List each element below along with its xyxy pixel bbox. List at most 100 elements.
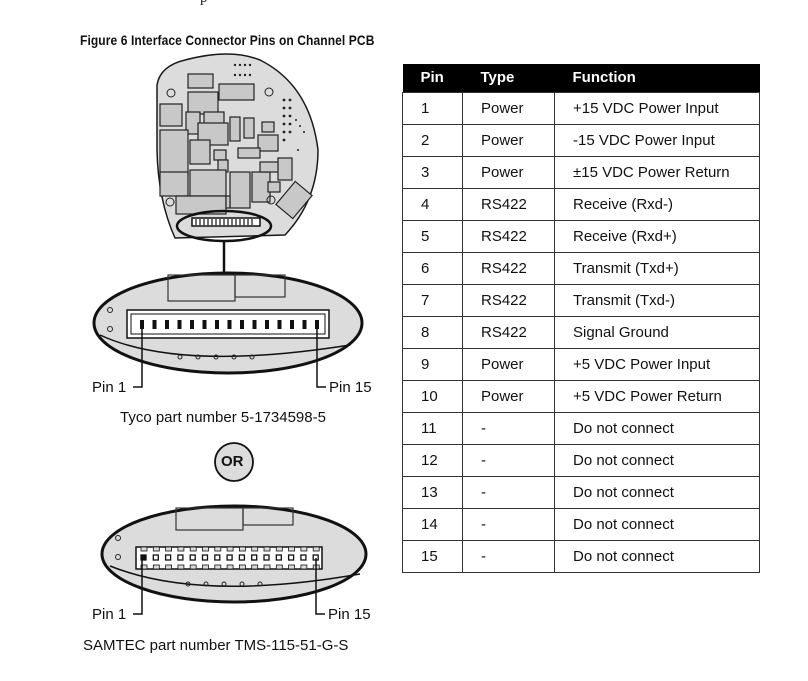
connector-pin — [189, 554, 196, 561]
connector-notch — [202, 564, 209, 570]
connector-notch — [275, 546, 283, 552]
connector-notch — [275, 564, 283, 570]
pin-type-cell: - — [462, 475, 555, 509]
connector-notch — [140, 564, 148, 570]
samtec-caption: SAMTEC part number TMS-115-51-G-S — [83, 637, 349, 654]
connector-pin — [238, 554, 246, 561]
connector-pin — [140, 554, 147, 561]
connector-pin — [287, 554, 295, 561]
samtec-pin15-label: Pin 15 — [328, 606, 371, 623]
tyco-connector-detail — [92, 271, 364, 388]
connector-pin — [290, 320, 294, 329]
header-type: Type — [462, 64, 555, 92]
tyco-pin1-label: Pin 1 — [92, 379, 127, 396]
pin-type-cell: RS422 — [462, 283, 555, 317]
pin-number-cell: 10 — [402, 379, 463, 413]
pin-number-cell: 8 — [402, 315, 463, 349]
pin-function-cell: Receive (Rxd+) — [554, 219, 760, 253]
pin-number-cell: 9 — [402, 347, 463, 381]
table-row: 13-Do not connect — [402, 475, 760, 509]
table-row: 12-Do not connect — [402, 443, 760, 477]
connector-pin — [164, 554, 172, 561]
pin-number-cell: 3 — [402, 155, 463, 189]
samtec-connector-detail — [100, 504, 368, 615]
pin15-leader — [315, 558, 325, 615]
connector-notch — [251, 564, 259, 570]
connector-notch — [226, 546, 234, 552]
pin-type-cell: - — [462, 507, 555, 541]
tyco-pin15-label: Pin 15 — [329, 379, 372, 396]
connector-notch — [288, 564, 296, 570]
pin-type-cell: RS422 — [462, 219, 555, 253]
connector-notch — [263, 564, 271, 570]
pin-type-cell: RS422 — [462, 315, 555, 349]
header-pin: Pin — [402, 64, 463, 92]
connector-pin — [226, 554, 233, 561]
connector-notch — [263, 546, 271, 552]
pin-function-cell: Receive (Rxd-) — [554, 187, 760, 221]
connector-notch — [165, 564, 173, 570]
connector-pin — [215, 320, 219, 329]
connector-pin — [177, 320, 182, 329]
connector-pin — [300, 554, 307, 561]
pin-number-cell: 2 — [402, 123, 463, 157]
connector-notch — [177, 564, 185, 570]
connector-notch — [165, 546, 173, 552]
connector-pin — [275, 554, 282, 561]
pin-number-cell: 11 — [402, 411, 463, 445]
pin-function-cell: Transmit (Txd+) — [554, 251, 760, 285]
pin-function-cell: +15 VDC Power Input — [554, 91, 760, 125]
connector-pin — [177, 554, 184, 561]
connector-pin — [263, 554, 270, 561]
connector-notch — [238, 546, 246, 552]
pin-type-cell: RS422 — [462, 187, 555, 221]
connector-notch — [140, 546, 148, 552]
connector-notch — [177, 546, 185, 552]
connector-pin — [302, 320, 307, 329]
pin-type-cell: - — [462, 411, 555, 445]
pin-number-cell: 4 — [402, 187, 463, 221]
pin15-leader — [316, 324, 326, 388]
pin-function-cell: +5 VDC Power Input — [554, 347, 760, 381]
connector-notch — [152, 564, 160, 570]
table-row: 11-Do not connect — [402, 411, 760, 445]
pin-type-cell: Power — [462, 347, 555, 381]
pin1-leader — [133, 558, 143, 615]
connector-notch — [251, 546, 259, 552]
connector-pin — [240, 320, 244, 329]
table-row: 14-Do not connect — [402, 507, 760, 541]
connector-notch — [202, 546, 209, 552]
page-text-fragment: p — [200, 0, 208, 7]
connector-notch — [312, 546, 320, 552]
figure-title: Figure 6 Interface Connector Pins on Cha… — [80, 32, 375, 48]
connector-pin — [277, 320, 282, 329]
connector-notch — [189, 546, 197, 552]
pin-function-cell: Do not connect — [554, 507, 760, 541]
pin-function-cell: Do not connect — [554, 411, 760, 445]
connector-pin — [201, 554, 209, 561]
pin-number-cell: 6 — [402, 251, 463, 285]
table-header-row: Pin Type Function — [402, 64, 760, 92]
connector-notch — [226, 564, 234, 570]
table-row: 15-Do not connect — [402, 539, 760, 573]
connector-pin — [152, 320, 157, 329]
pin-number-cell: 5 — [402, 219, 463, 253]
connector-notch — [152, 546, 160, 552]
connector-notch — [189, 564, 197, 570]
pin-function-cell: Do not connect — [554, 475, 760, 509]
pin-function-cell: -15 VDC Power Input — [554, 123, 760, 157]
pin-type-cell: - — [462, 539, 555, 573]
connector-notch — [300, 546, 308, 552]
pin-type-cell: Power — [462, 91, 555, 125]
connector-pin — [190, 320, 194, 329]
pin-type-cell: Power — [462, 379, 555, 413]
connector-notch — [214, 564, 222, 570]
